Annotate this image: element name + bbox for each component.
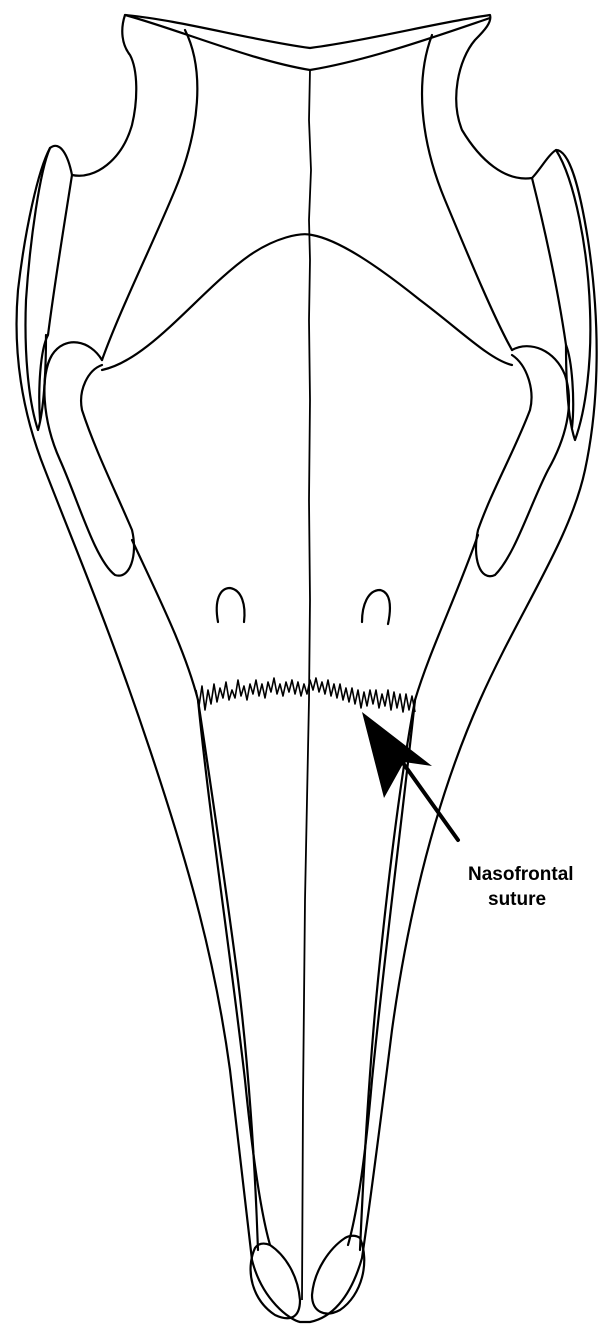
left-incisive-tip (251, 1244, 300, 1319)
right-temporal-line (422, 35, 512, 350)
left-premaxilla-border (198, 700, 270, 1245)
frontal-dome (102, 234, 512, 370)
nasofrontal-suture (196, 678, 415, 712)
callout-label-line2: suture (488, 889, 546, 910)
skull-outer-outline (17, 15, 597, 1322)
callout-arrow-head (362, 712, 432, 798)
left-temporal-line (102, 30, 197, 360)
right-supraorbital-foramen (362, 590, 390, 624)
callout-label-line1: Nasofrontal (468, 864, 574, 885)
left-supraorbital-foramen (217, 588, 245, 622)
right-orbit (476, 346, 569, 576)
left-zygomatic-arch (26, 148, 51, 430)
left-orbit (44, 342, 134, 575)
